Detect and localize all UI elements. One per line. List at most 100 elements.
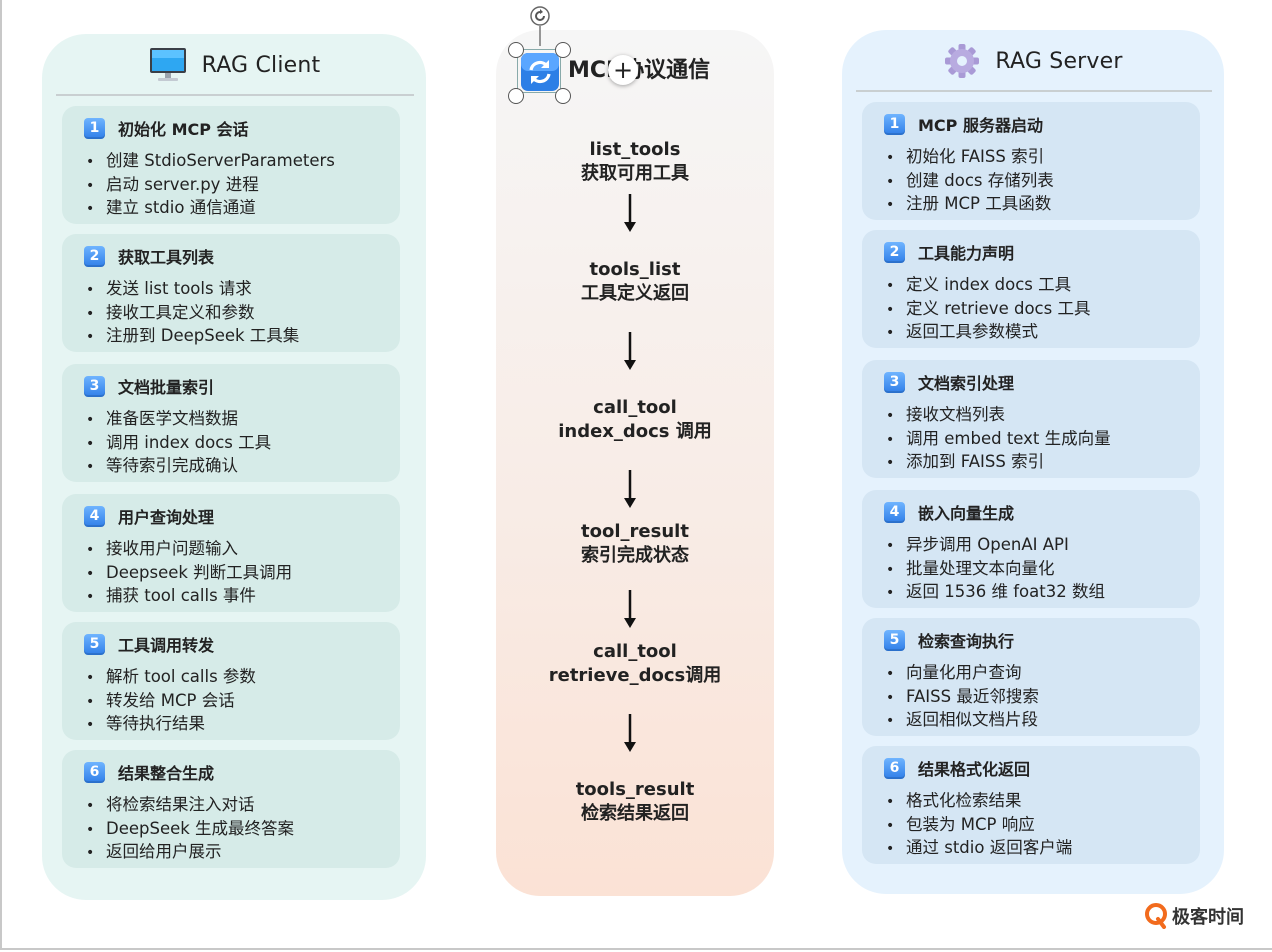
bullet-item: DeepSeek 生成最终答案 (86, 818, 294, 842)
down-arrow-icon (624, 590, 636, 628)
bullet-item: 等待索引完成确认 (86, 455, 271, 479)
client-step-card-3: 3文档批量索引准备医学文档数据调用 index docs 工具等待索引完成确认 (62, 364, 400, 482)
bullet-item: 添加到 FAISS 索引 (886, 451, 1111, 475)
server-step-card-1: 1 MCP 服务器启动初始化 FAISS 索引创建 docs 存储列表注册 MCP… (862, 102, 1200, 220)
bullet-item: 返回相似文档片段 (886, 709, 1039, 733)
step-bullet-list: 格式化检索结果包装为 MCP 响应通过 stdio 返回客户端 (886, 790, 1072, 861)
rotate-handle-icon[interactable] (529, 5, 551, 27)
bullet-item: 通过 stdio 返回客户端 (886, 837, 1072, 861)
bullet-item: 包装为 MCP 响应 (886, 814, 1072, 838)
step-title-text: 嵌入向量生成 (918, 504, 1015, 523)
rag-client-title: RAG Client (201, 52, 321, 78)
step-title-text: 检索查询执行 (918, 632, 1015, 651)
step-number-badge: 1 (84, 117, 105, 139)
bullet-item: 返回给用户展示 (86, 841, 294, 865)
step-card-title: 2 获取工具列表 (84, 244, 214, 268)
server-step-card-3: 3文档索引处理接收文档列表调用 embed text 生成向量添加到 FAISS… (862, 360, 1200, 478)
step-number-badge: 6 (84, 761, 105, 783)
bullet-item: 调用 index docs 工具 (86, 432, 271, 456)
step-number-badge: 4 (884, 501, 905, 523)
step-bullet-list: 定义 index docs 工具定义 retrieve docs 工具返回工具参… (886, 274, 1090, 345)
add-icon[interactable]: + (608, 55, 638, 85)
step-title-text: 初始化 MCP 会话 (118, 120, 249, 139)
resize-handle-top-right[interactable] (555, 42, 571, 58)
step-bullet-list: 向量化用户查询FAISS 最近邻搜索返回相似文档片段 (886, 662, 1039, 733)
step-number-badge: 2 (884, 241, 905, 263)
bullet-item: 批量处理文本向量化 (886, 558, 1105, 582)
step-bullet-list: 异步调用 OpenAI API批量处理文本向量化返回 1536 维 foat32… (886, 534, 1105, 605)
step-card-title: 6 结果整合生成 (84, 760, 214, 784)
mcp-step-method: call_tool (593, 397, 677, 418)
bullet-item: 接收工具定义和参数 (86, 302, 299, 326)
bullet-item: FAISS 最近邻搜索 (886, 686, 1039, 710)
step-title-text: 结果格式化返回 (918, 760, 1031, 779)
bullet-item: 创建 docs 存储列表 (886, 170, 1054, 194)
gear-icon (945, 44, 980, 78)
bullet-item: 转发给 MCP 会话 (86, 690, 256, 714)
resize-handle-bottom-left[interactable] (508, 88, 524, 104)
step-bullet-list: 将检索结果注入对话DeepSeek 生成最终答案返回给用户展示 (86, 794, 294, 865)
step-title-text: 结果整合生成 (118, 764, 215, 783)
step-number-badge: 5 (84, 633, 105, 655)
step-title-text: 用户查询处理 (118, 508, 215, 527)
step-card-title: 4 嵌入向量生成 (884, 500, 1014, 524)
step-number-badge: 6 (884, 757, 905, 779)
step-card-title: 1 初始化 MCP 会话 (84, 116, 249, 140)
step-bullet-list: 接收文档列表调用 embed text 生成向量添加到 FAISS 索引 (886, 404, 1111, 475)
bullet-item: 建立 stdio 通信通道 (86, 197, 335, 221)
mcp-step-method: call_tool (593, 641, 677, 662)
step-bullet-list: 初始化 FAISS 索引创建 docs 存储列表注册 MCP 工具函数 (886, 146, 1054, 217)
step-number-badge: 2 (84, 245, 105, 267)
resize-handle-top-left[interactable] (508, 42, 524, 58)
step-title-text: 获取工具列表 (118, 248, 215, 267)
bullet-item: 注册到 DeepSeek 工具集 (86, 325, 299, 349)
step-card-title: 6 结果格式化返回 (884, 756, 1030, 780)
bullet-item: 发送 list tools 请求 (86, 278, 299, 302)
bullet-item: 初始化 FAISS 索引 (886, 146, 1054, 170)
rag-server-panel: RAG Server 1 MCP 服务器启动初始化 FAISS 索引创建 docs… (842, 30, 1224, 894)
bullet-item: Deepseek 判断工具调用 (86, 562, 292, 586)
mcp-title: MCP协议通信 (568, 58, 711, 83)
step-title-text: 工具能力声明 (918, 244, 1015, 263)
step-title-text: MCP 服务器启动 (918, 116, 1043, 135)
server-step-card-2: 2 工具能力声明定义 index docs 工具定义 retrieve docs … (862, 230, 1200, 348)
rotate-connector (539, 26, 541, 46)
step-title-text: 文档索引处理 (918, 374, 1015, 393)
bullet-item: 接收文档列表 (886, 404, 1111, 428)
mcp-step-method: list_tools (589, 139, 681, 160)
client-step-card-1: 1 初始化 MCP 会话创建 StdioServerParameters启动 se… (62, 106, 400, 224)
step-title-text: 文档批量索引 (118, 378, 215, 397)
down-arrow-icon (624, 714, 636, 752)
bullet-item: 将检索结果注入对话 (86, 794, 294, 818)
step-card-title: 2 工具能力声明 (884, 240, 1014, 264)
step-bullet-list: 创建 StdioServerParameters启动 server.py 进程建… (86, 150, 335, 221)
bullet-item: 创建 StdioServerParameters (86, 150, 335, 174)
resize-handle-bottom-right[interactable] (555, 88, 571, 104)
down-arrow-icon (624, 470, 636, 508)
geektime-watermark: 极客时间 (1144, 903, 1244, 929)
step-number-badge: 4 (84, 505, 105, 527)
bullet-item: 等待执行结果 (86, 713, 256, 737)
selected-icon-frame[interactable] (506, 36, 578, 108)
client-step-card-5: 5工具调用转发解析 tool calls 参数转发给 MCP 会话等待执行结果 (62, 622, 400, 740)
bullet-item: 返回 1536 维 foat32 数组 (886, 581, 1105, 605)
mcp-step-5: call_tool retrieve_docs调用 (496, 640, 774, 688)
bullet-item: 格式化检索结果 (886, 790, 1072, 814)
rag-client-panel: RAG Client 1 初始化 MCP 会话创建 StdioServerPara… (42, 34, 426, 900)
step-number-badge: 1 (884, 113, 905, 135)
client-step-card-2: 2 获取工具列表发送 list tools 请求接收工具定义和参数注册到 Deep… (62, 234, 400, 352)
mcp-step-description: retrieve_docs调用 (548, 665, 722, 686)
bullet-item: 定义 retrieve docs 工具 (886, 298, 1090, 322)
rag-server-header: RAG Server (842, 30, 1224, 92)
step-bullet-list: 解析 tool calls 参数转发给 MCP 会话等待执行结果 (86, 666, 256, 737)
mcp-step-description: 检索结果返回 (581, 803, 689, 824)
